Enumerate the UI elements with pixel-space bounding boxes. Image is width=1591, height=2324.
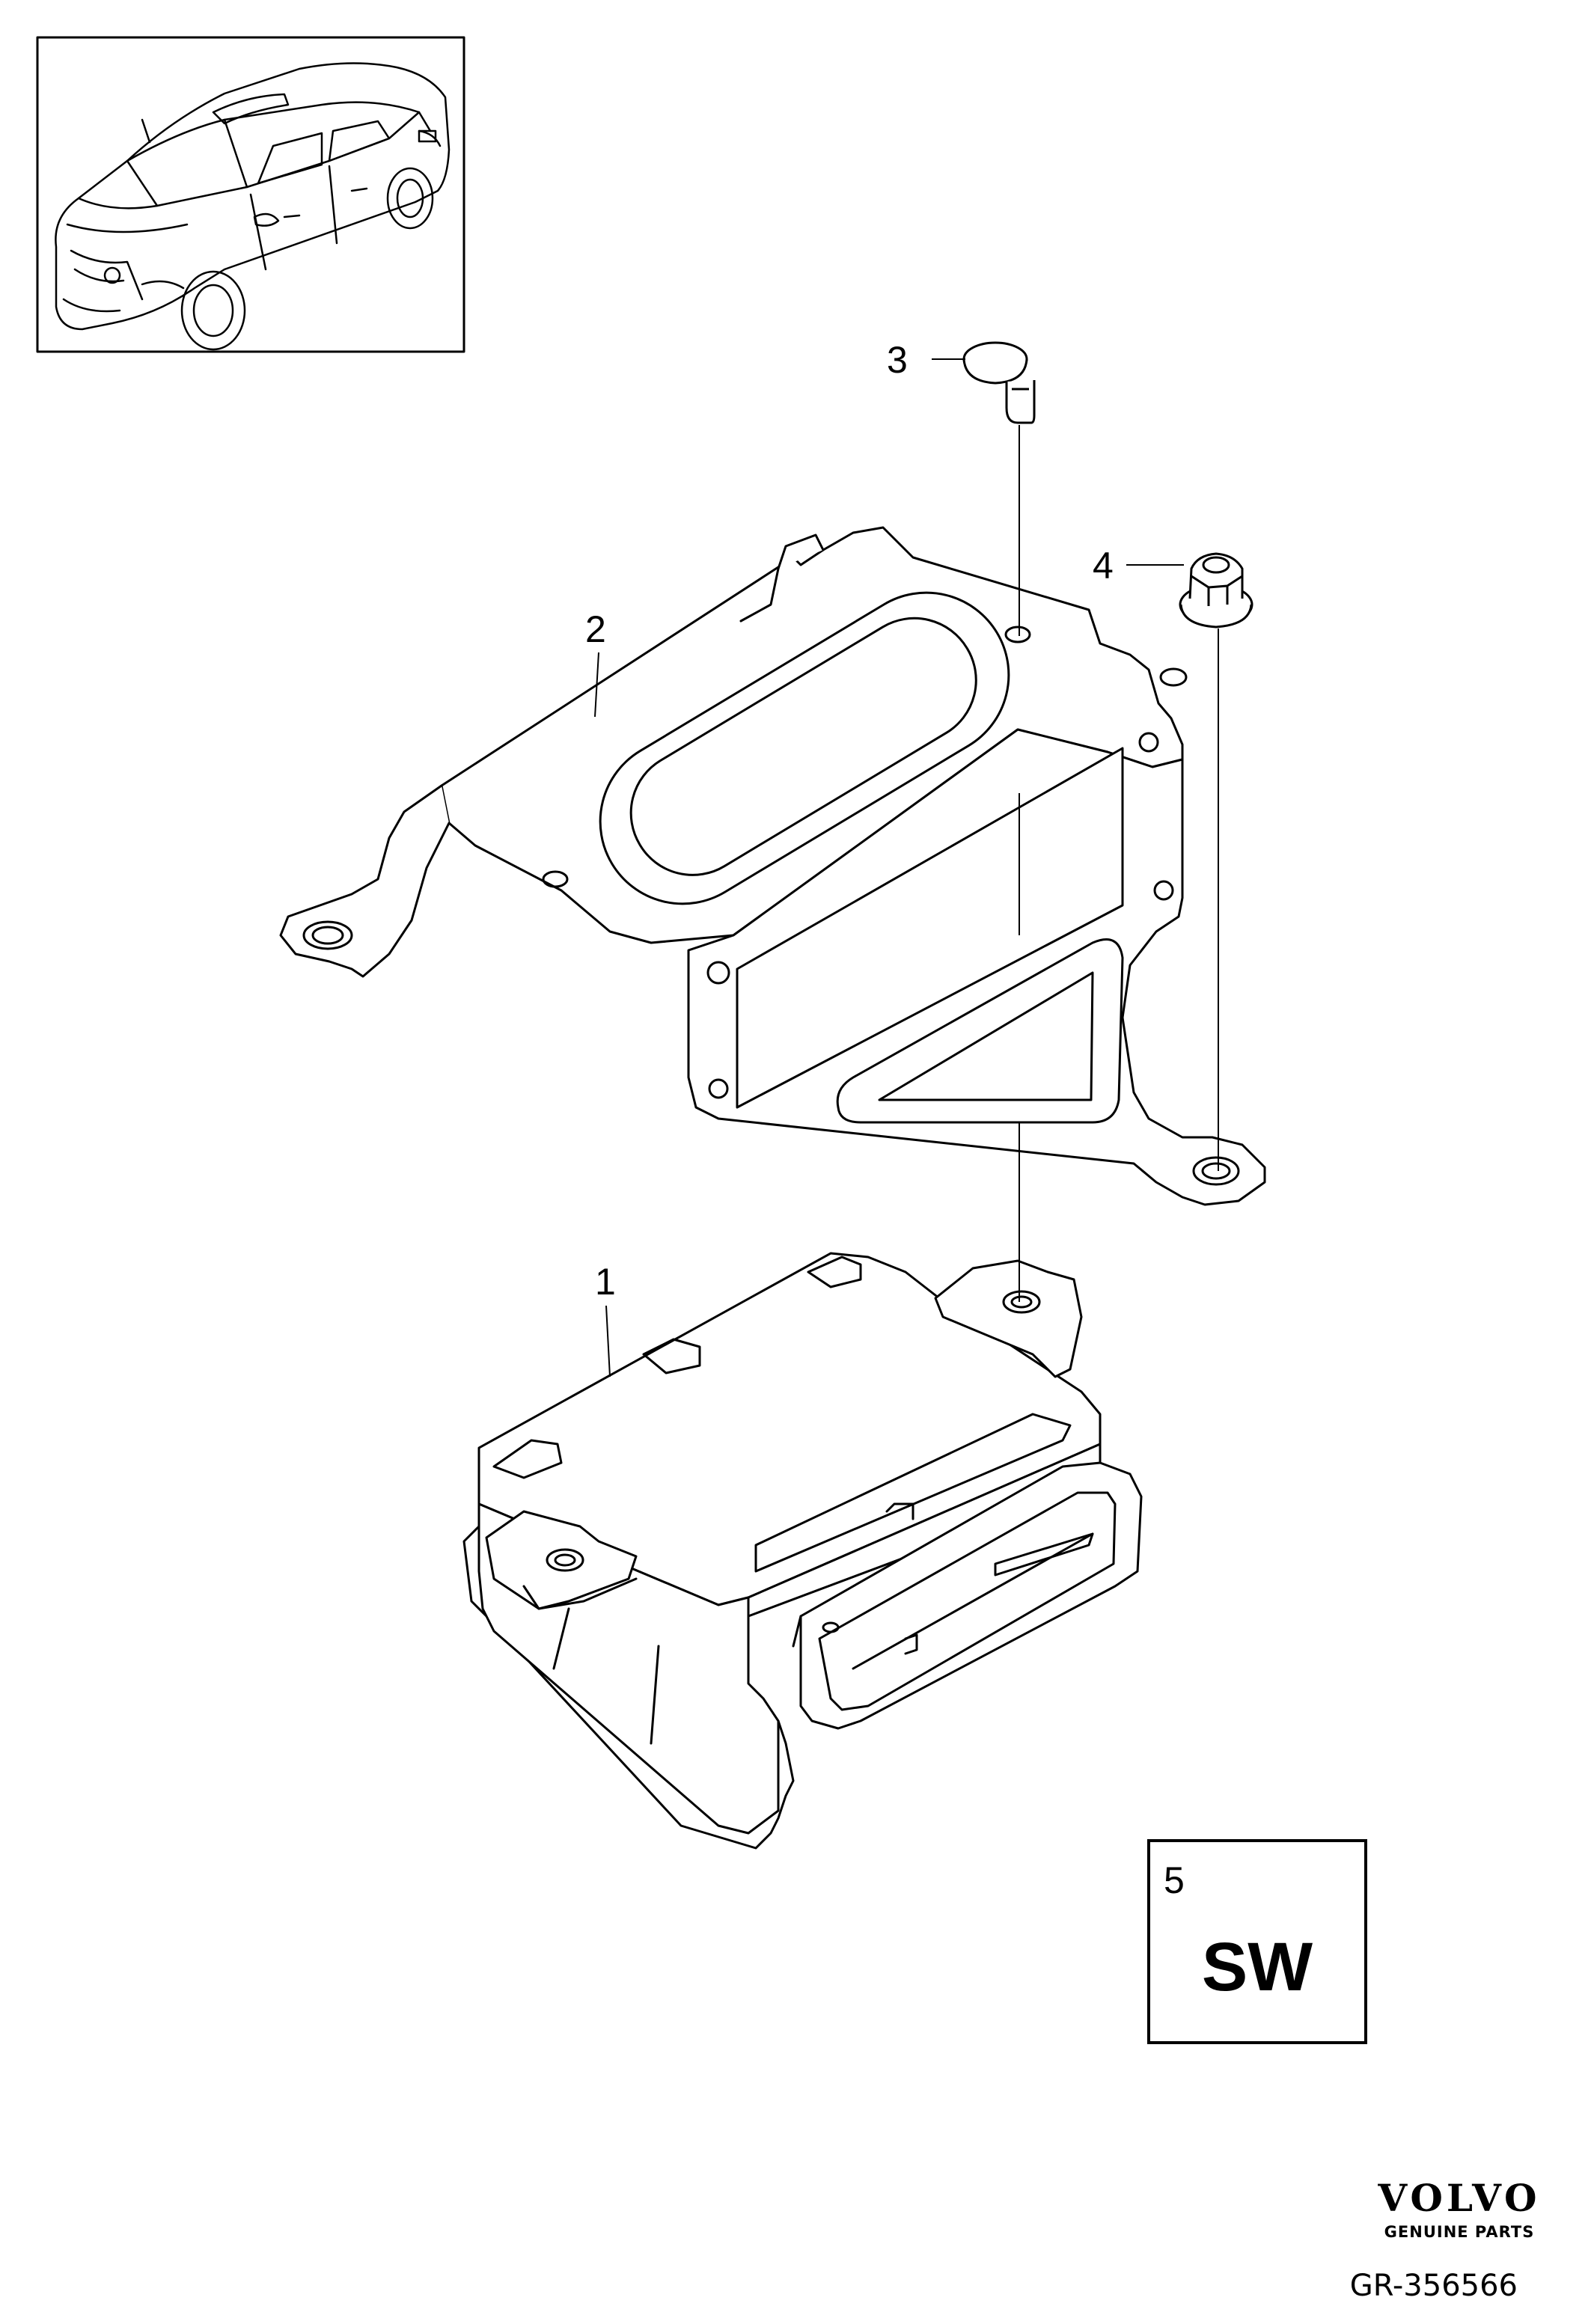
flange-nut-part-4	[1179, 552, 1253, 629]
callout-3: 3	[887, 339, 908, 381]
control-module-part-1	[462, 1252, 1143, 1850]
software-box-number: 5	[1164, 1859, 1185, 1901]
bolt-part-3	[962, 341, 1036, 424]
callout-1: 1	[595, 1261, 616, 1303]
genuine-parts-tagline: GENUINE PARTS	[1384, 2223, 1535, 2241]
bracket-part-2	[279, 526, 1266, 1206]
vehicle-locator-thumbnail	[36, 36, 465, 353]
alignment-lines	[594, 358, 1219, 1377]
callout-4: 4	[1093, 545, 1114, 587]
callout-2: 2	[585, 608, 606, 650]
car-sedan-icon	[55, 62, 451, 351]
software-box-code: SW	[1202, 1929, 1313, 2005]
diagram-code: GR-356566	[1350, 2269, 1518, 2303]
software-box: 5 SW	[1147, 1839, 1367, 2044]
volvo-logo: VOLVO	[1377, 2176, 1540, 2220]
